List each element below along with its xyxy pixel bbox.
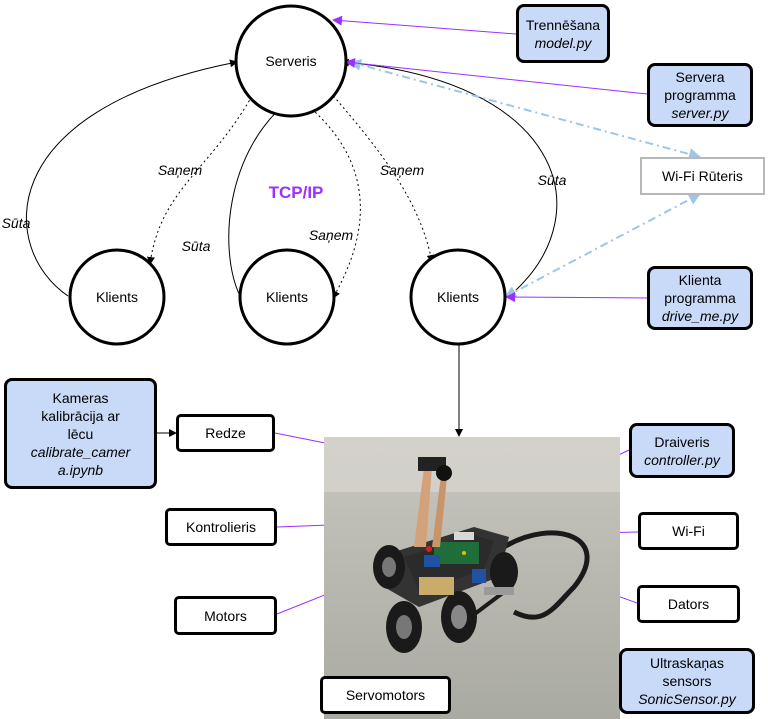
driver-line2: controller.py [644,451,720,468]
ultrasonic-box: Ultraskaņas sensors SonicSensor.py [619,648,755,714]
computer-box: Dators [637,585,740,623]
connector-training-server [332,15,517,35]
edge-suta-middle [228,98,292,297]
server-node: Serveris [234,4,348,118]
label-suta-outer-right: Sūta [538,172,567,188]
ultrasonic-line3: SonicSensor.py [638,691,736,707]
label-sanem-left: Saņem [158,162,203,178]
edge-suta-outer-left [25,59,238,297]
motors-box: Motors [174,596,277,635]
label-sanem-middle: Saņem [309,227,354,243]
server-label: Serveris [265,53,316,69]
servomotor-label: Servomotors [345,687,426,703]
connector-serverprog-server [345,57,648,95]
client-right-label: Klients [437,289,479,305]
vision-label: Redze [205,425,246,441]
client-left-label: Klients [96,289,138,305]
edge-sanem-left [146,95,253,265]
client-program-line1: Klienta [678,272,722,288]
camera-calibration-line2: kalibrācija ar [41,407,120,424]
edge-sanem-right [329,91,435,263]
wifi-label: Wi-Fi [672,523,705,539]
server-program-line1: Servera [675,69,725,85]
client-program-line3: drive_me.py [661,308,739,324]
server-program-line3: server.py [671,105,729,121]
servomotor-box: Servomotors [320,676,451,714]
client-program-line2: programma [664,290,736,306]
training-line1: Trennēšana [525,16,601,33]
controller-label: Kontrolieris [185,519,257,535]
label-suta-outer-left: Sūta [2,215,31,231]
wifi-router-box: Wi-Fi Rūteris [640,157,765,195]
wifi-link-client [504,193,701,298]
client-node-left: Klients [68,248,166,346]
client-node-right: Klients [409,248,507,346]
training-line2: model.py [534,34,592,51]
computer-label: Dators [667,596,710,612]
camera-calibration-box: Kameras kalibrācija ar lēcu calibrate_ca… [4,378,157,489]
training-box: Trennēšana model.py [516,4,610,63]
ultrasonic-line1: Ultraskaņas [650,655,724,671]
camera-calibration-line1: Kameras [52,389,109,406]
robot-photo [324,437,620,719]
wifi-box: Wi-Fi [638,512,739,550]
wifi-router-label: Wi-Fi Rūteris [662,168,743,184]
server-program-line2: programma [664,87,736,103]
vision-box: Redze [176,414,275,452]
camera-calibration-line3: lēcu [67,425,94,442]
robot-photo-illustration [324,437,620,719]
label-suta-middle: Sūta [182,238,211,254]
driver-box: Draiveris controller.py [629,423,735,478]
client-node-middle: Klients [238,248,336,346]
server-program-box: Servera programma server.py [647,63,753,127]
label-protocol: TCP/IP [269,183,324,202]
ultrasonic-line2: sensors [662,673,712,689]
camera-calibration-line5: a.ipynb [57,461,104,478]
camera-calibration-line4: calibrate_camer [30,443,131,460]
client-program-box: Klienta programma drive_me.py [647,266,753,330]
driver-line1: Draiveris [654,433,710,450]
connector-clientprog-client [505,292,648,303]
client-middle-label: Klients [266,289,308,305]
label-sanem-right: Saņem [380,162,425,178]
wifi-link-server [349,59,701,160]
controller-box: Kontrolieris [165,508,277,546]
motors-label: Motors [204,607,247,624]
